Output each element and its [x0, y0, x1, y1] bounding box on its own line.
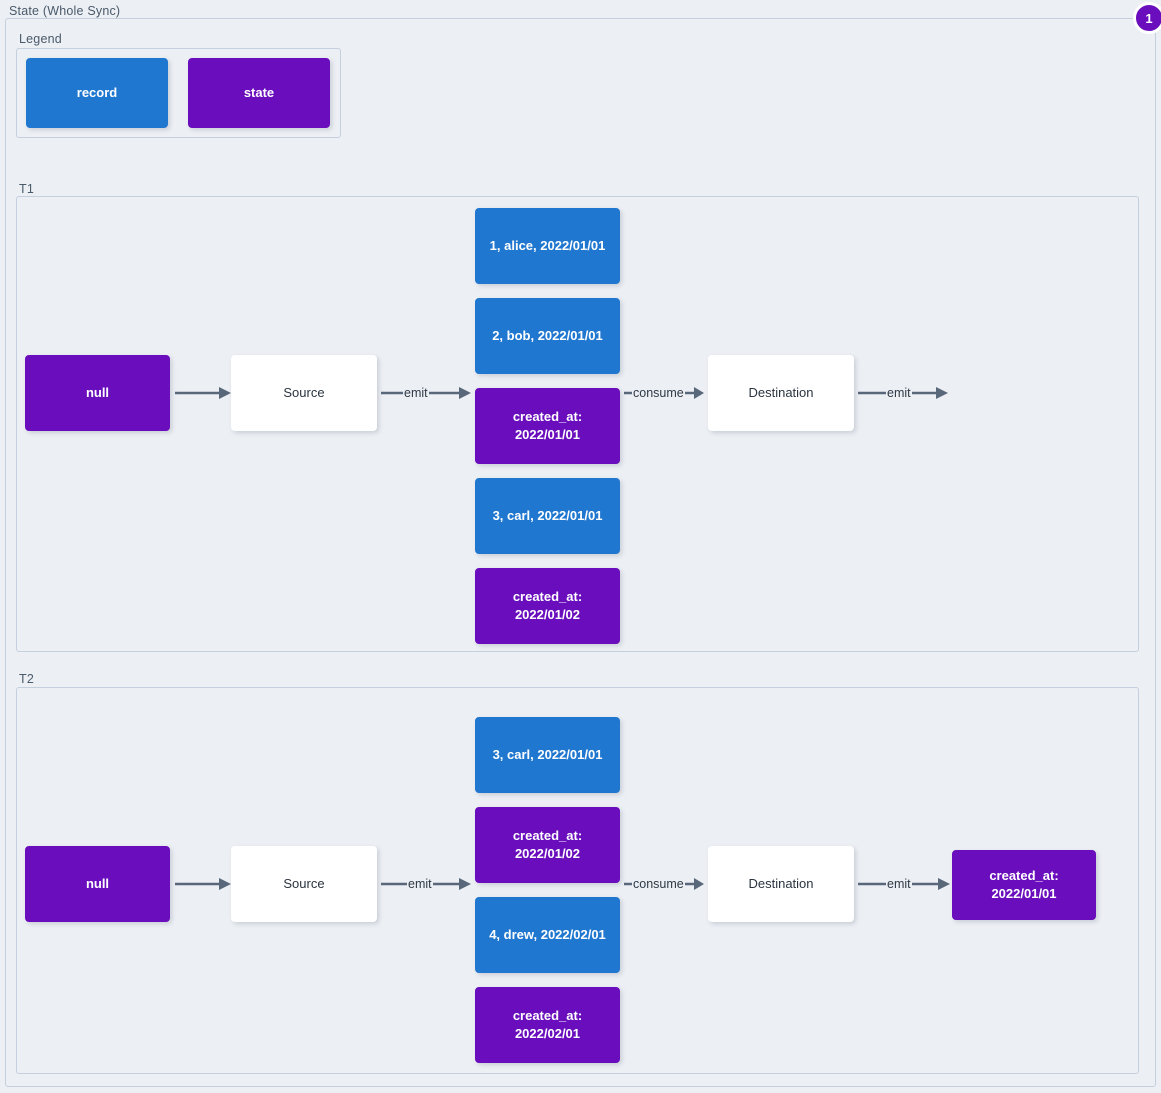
diagram-title: State (Whole Sync): [9, 4, 121, 18]
t2-destination-node[interactable]: Destination: [708, 846, 854, 922]
t1-edge-label-consume: consume: [632, 386, 685, 400]
t2-stream-item[interactable]: created_at: 2022/01/02: [475, 807, 620, 883]
t1-edge-state-to-source: [175, 383, 231, 403]
t2-edge-label-source-emit: emit: [407, 877, 433, 891]
t2-stream-item[interactable]: 4, drew, 2022/02/01: [475, 897, 620, 973]
t1-edge-label-destination-emit: emit: [886, 386, 912, 400]
t1-stream-item[interactable]: 2, bob, 2022/01/01: [475, 298, 620, 374]
step-badge[interactable]: 1: [1133, 2, 1161, 34]
legend-swatch-state: state: [188, 58, 330, 128]
legend-swatch-record: record: [26, 58, 168, 128]
t1-start-state[interactable]: null: [25, 355, 170, 431]
t1-stream-item[interactable]: 3, carl, 2022/01/01: [475, 478, 620, 554]
t2-source-node[interactable]: Source: [231, 846, 377, 922]
t2-result-state[interactable]: created_at: 2022/01/01: [952, 850, 1096, 920]
t2-edge-label-consume: consume: [632, 877, 685, 891]
legend-title: Legend: [19, 32, 62, 46]
t1-destination-node[interactable]: Destination: [708, 355, 854, 431]
t2-title: T2: [19, 672, 34, 686]
t1-stream-item[interactable]: 1, alice, 2022/01/01: [475, 208, 620, 284]
t1-stream-item[interactable]: created_at: 2022/01/02: [475, 568, 620, 644]
t2-stream-item[interactable]: created_at: 2022/02/01: [475, 987, 620, 1063]
t2-stream-item[interactable]: 3, carl, 2022/01/01: [475, 717, 620, 793]
t2-start-state[interactable]: null: [25, 846, 170, 922]
t2-edge-state-to-source: [175, 874, 231, 894]
t2-edge-label-destination-emit: emit: [886, 877, 912, 891]
t1-stream-item[interactable]: created_at: 2022/01/01: [475, 388, 620, 464]
t1-source-node[interactable]: Source: [231, 355, 377, 431]
t1-edge-label-source-emit: emit: [403, 386, 429, 400]
t1-title: T1: [19, 182, 34, 196]
